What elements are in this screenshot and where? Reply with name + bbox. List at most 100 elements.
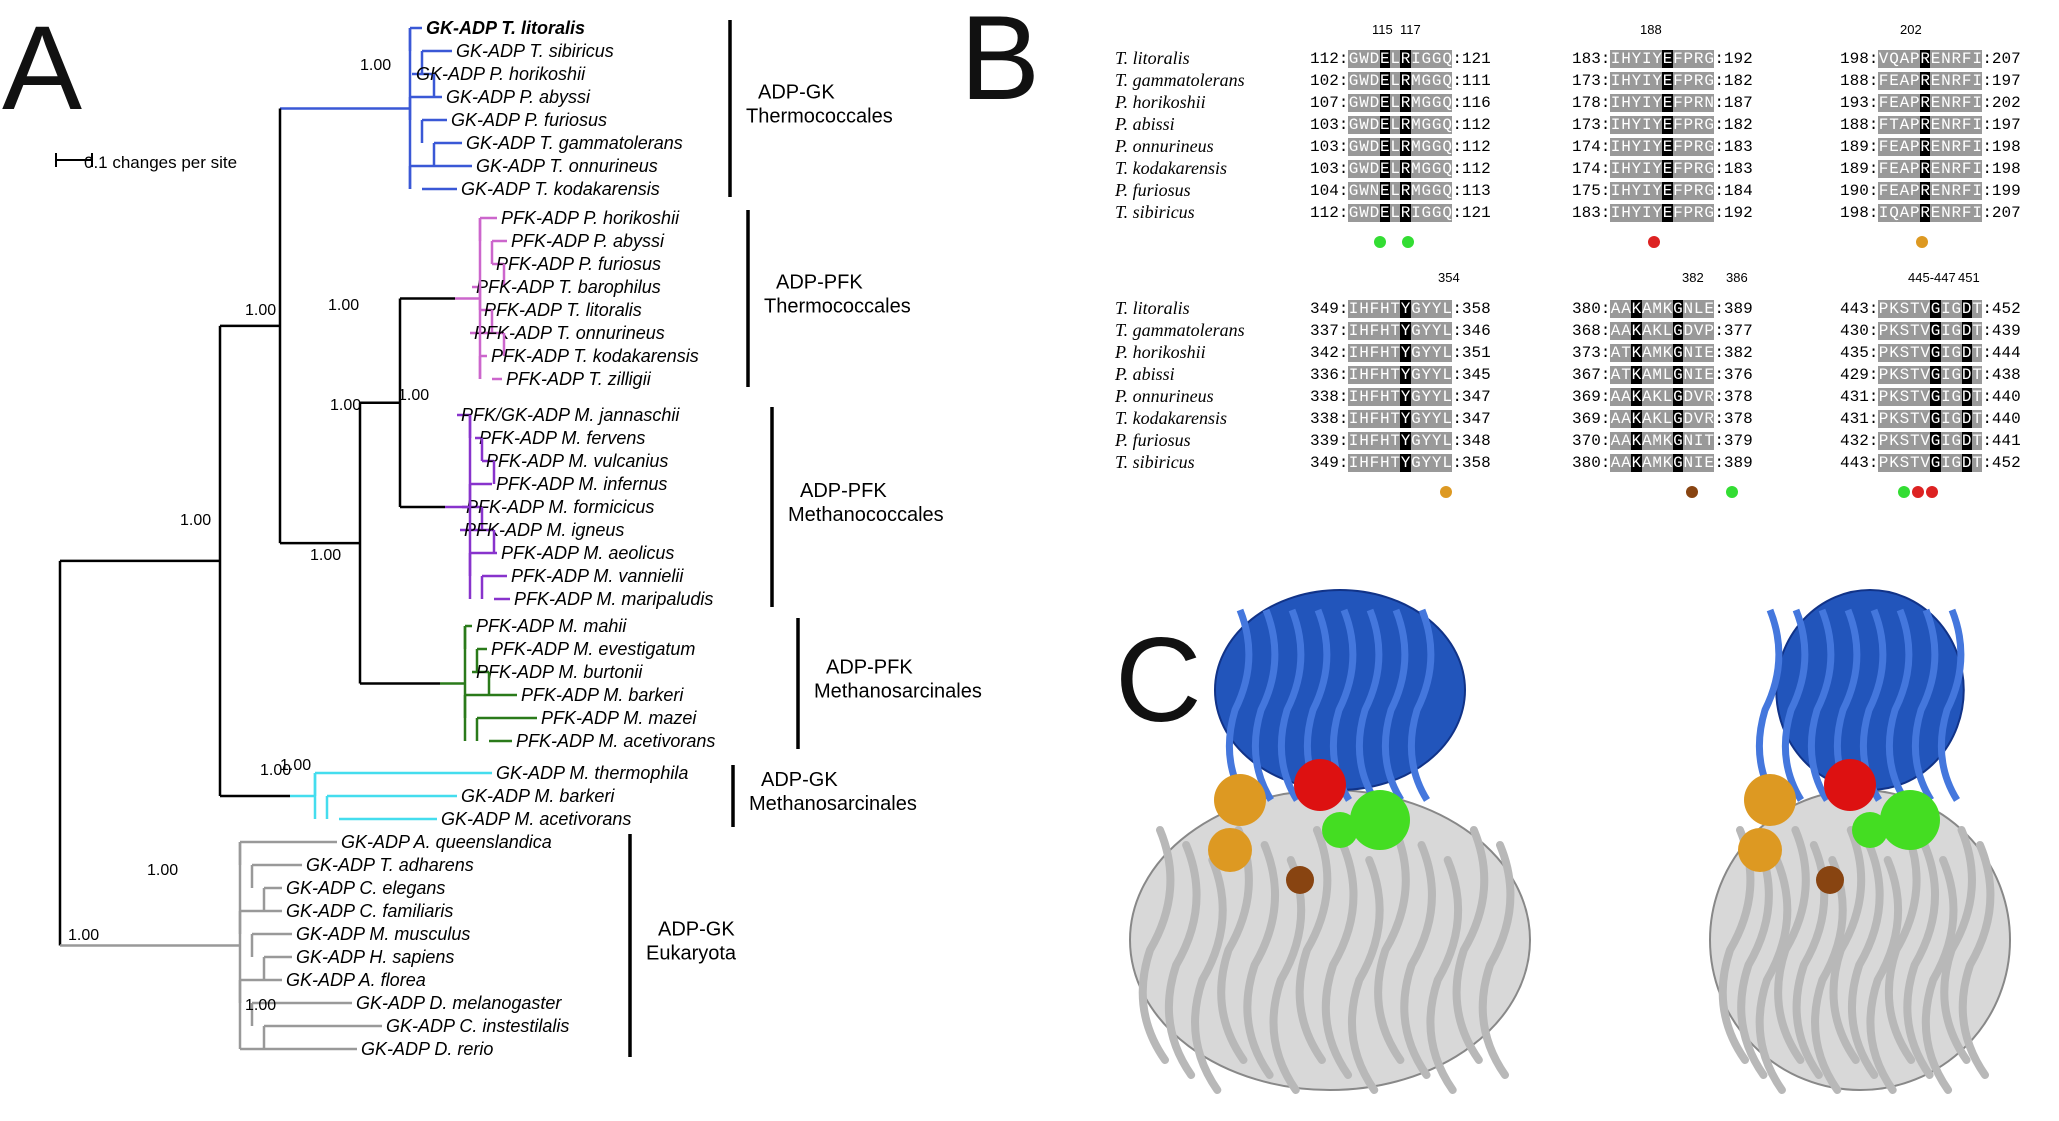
alignment-residue: G bbox=[1421, 160, 1432, 178]
structure-right-helix bbox=[1829, 826, 1866, 1064]
alignment-residue: G bbox=[1703, 116, 1715, 134]
tree-leaf-label: PFK-ADP M. vannielii bbox=[511, 566, 684, 586]
alignment-position-label: 451 bbox=[1958, 270, 1980, 285]
alignment-residue: Y bbox=[1421, 410, 1432, 428]
structure-right-helix bbox=[1903, 841, 1940, 1079]
alignment-residue: D bbox=[1683, 388, 1694, 406]
panel-label-c: C bbox=[1115, 613, 1202, 747]
alignment-residue: T bbox=[1971, 388, 1983, 406]
alignment-row: 173:IHYIYEFPRG:182 bbox=[1572, 72, 1753, 90]
alignment-residue: L bbox=[1441, 432, 1453, 450]
alignment-residue: K bbox=[1631, 410, 1642, 428]
alignment-residue: G bbox=[1410, 366, 1422, 384]
alignment-residue: P bbox=[1683, 94, 1694, 112]
alignment-residue: I bbox=[1940, 300, 1952, 318]
alignment-residue: A bbox=[1641, 454, 1652, 472]
alignment-residue: E bbox=[1888, 72, 1900, 90]
alignment-residue: K bbox=[1631, 388, 1642, 406]
alignment-position-label: 115 bbox=[1372, 22, 1393, 37]
alignment-residue: T bbox=[1909, 322, 1920, 340]
alignment-residue: F bbox=[1961, 160, 1972, 178]
alignment-residue: P bbox=[1909, 94, 1920, 112]
alignment-row: 431:PKSTVGIGDT:440 bbox=[1840, 388, 2021, 406]
alignment-position-label: 354 bbox=[1438, 270, 1460, 285]
alignment-residue: W bbox=[1358, 160, 1370, 178]
structure-right-residue-brown bbox=[1816, 866, 1844, 894]
alignment-residue: P bbox=[1909, 182, 1920, 200]
alignment-residue: N bbox=[1940, 204, 1952, 222]
alignment-residue: F bbox=[1961, 138, 1972, 156]
alignment-residue: E bbox=[1662, 116, 1673, 134]
alignment-residue: G bbox=[1672, 366, 1684, 384]
alignment-residue: R bbox=[1919, 138, 1931, 156]
tree-leaf-label: GK-ADP C. instestilalis bbox=[386, 1016, 569, 1036]
alignment-residue: L bbox=[1662, 322, 1673, 340]
scale-bar-label: 0.1 changes per site bbox=[84, 153, 237, 172]
structure-left-helix bbox=[1295, 826, 1332, 1064]
alignment-residue: F bbox=[1878, 116, 1889, 134]
alignment-residue: L bbox=[1389, 94, 1401, 112]
tree-leaf-label: GK-ADP M. barkeri bbox=[461, 786, 615, 806]
support-value: 1.00 bbox=[360, 57, 391, 74]
alignment-residue: G bbox=[1672, 388, 1684, 406]
alignment-row: 380:AAKAMKGNLE:389 bbox=[1572, 300, 1753, 318]
residue-marker-dot bbox=[1926, 486, 1938, 498]
alignment-residue: K bbox=[1888, 454, 1900, 472]
alignment-position-label: 445-447 bbox=[1908, 270, 1956, 285]
alignment-residue: I bbox=[1610, 50, 1621, 68]
alignment-residue: R bbox=[1919, 116, 1931, 134]
alignment-residue: G bbox=[1703, 204, 1715, 222]
tree-leaf-label: GK-ADP M. musculus bbox=[296, 924, 470, 944]
alignment-row: 174:IHYIYEFPRG:183 bbox=[1572, 160, 1753, 178]
structure-left-residue-orange bbox=[1214, 774, 1266, 826]
alignment-residue: H bbox=[1379, 322, 1390, 340]
tree-leaf-label: PFK-ADP P. horikoshii bbox=[501, 208, 680, 228]
alignment-residue: E bbox=[1888, 138, 1900, 156]
alignment-residue: L bbox=[1441, 366, 1453, 384]
alignment-residue: G bbox=[1410, 432, 1422, 450]
residue-marker-dot bbox=[1440, 486, 1452, 498]
structure-right-helix bbox=[1866, 856, 1903, 1094]
alignment-residue: G bbox=[1431, 160, 1442, 178]
alignment-residue: T bbox=[1389, 410, 1401, 428]
alignment-row: 103:GWDELRMGGQ:112 bbox=[1310, 138, 1491, 156]
alignment-species-label: T. gammatolerans bbox=[1115, 70, 1245, 90]
alignment-residue: R bbox=[1693, 160, 1704, 178]
alignment-residue: Y bbox=[1431, 388, 1442, 406]
alignment-residue: Y bbox=[1631, 94, 1642, 112]
structure-right-domain-helix bbox=[1885, 608, 1913, 802]
alignment-residue: K bbox=[1651, 410, 1663, 428]
structure-right-domain-helix bbox=[1937, 608, 1965, 802]
alignment-residue: L bbox=[1389, 160, 1401, 178]
alignment-residue: D bbox=[1683, 322, 1694, 340]
alignment-residue: L bbox=[1441, 454, 1453, 472]
alignment-residue: G bbox=[1431, 204, 1442, 222]
alignment-residue: A bbox=[1610, 344, 1621, 362]
alignment-residue: G bbox=[1930, 300, 1941, 318]
alignment-residue: F bbox=[1961, 204, 1972, 222]
structure-left-helix bbox=[1478, 841, 1515, 1079]
alignment-residue: F bbox=[1672, 204, 1684, 222]
alignment-residue: E bbox=[1888, 160, 1900, 178]
alignment-residue: K bbox=[1631, 432, 1642, 450]
alignment-residue: G bbox=[1410, 322, 1422, 340]
alignment-residue: Q bbox=[1441, 204, 1453, 222]
alignment-residue: A bbox=[1899, 160, 1910, 178]
alignment-residue: E bbox=[1888, 182, 1900, 200]
alignment-row: 338:IHFHTYGYYL:347 bbox=[1310, 388, 1491, 406]
structure-left-helix bbox=[1138, 826, 1175, 1064]
alignment-residue: L bbox=[1389, 204, 1401, 222]
alignment-residue: Y bbox=[1400, 432, 1411, 450]
alignment-residue: G bbox=[1421, 94, 1432, 112]
alignment-residue: P bbox=[1683, 138, 1694, 156]
alignment-residue: I bbox=[1641, 182, 1652, 200]
alignment-residue: H bbox=[1358, 454, 1370, 472]
alignment-residue: A bbox=[1620, 300, 1632, 318]
alignment-residue: G bbox=[1348, 94, 1359, 112]
alignment-residue: I bbox=[1971, 72, 1983, 90]
structure-left-helix bbox=[1269, 856, 1306, 1094]
alignment-residue: I bbox=[1610, 94, 1621, 112]
tree-leaf-label: PFK-ADP T. kodakarensis bbox=[491, 346, 699, 366]
alignment-residue: K bbox=[1888, 432, 1900, 450]
alignment-residue: Y bbox=[1421, 322, 1432, 340]
